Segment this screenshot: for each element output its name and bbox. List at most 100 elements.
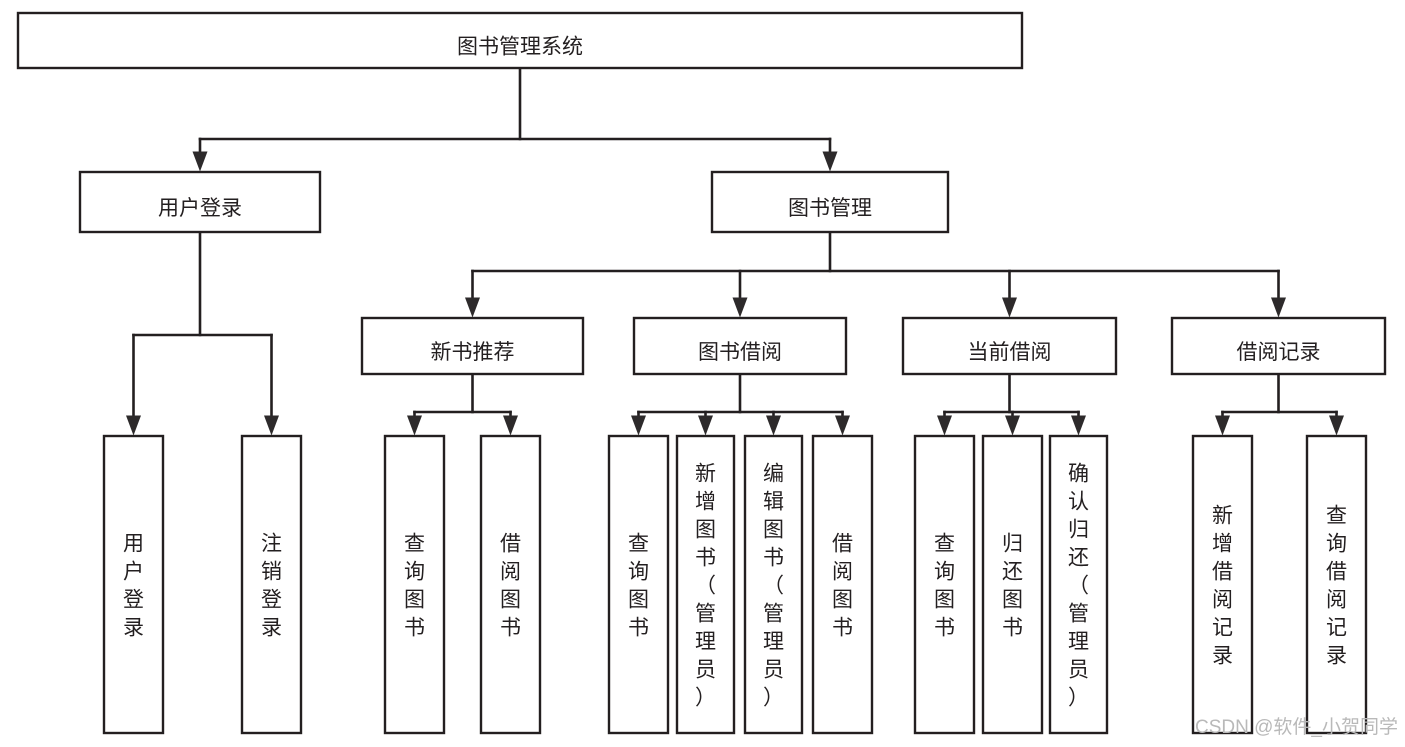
node-label-char: 阅 [1212, 588, 1233, 611]
node-label-char: 用 [123, 532, 144, 555]
csdn-watermark: CSDN @软件_小贺同学 [1195, 716, 1398, 738]
node-label-char: 阅 [832, 560, 853, 583]
node-box-outline [102, 434, 165, 735]
node-label: 图书管理 [788, 197, 872, 220]
node-label-char: 书 [1002, 616, 1023, 639]
node-label-char: 理 [695, 630, 716, 653]
node-label-char: 归 [1068, 518, 1089, 541]
node-label-char: 询 [934, 560, 955, 583]
arrow-head-icon [126, 415, 141, 436]
arrow-head-icon [1329, 415, 1344, 436]
node-label-char: 员 [763, 658, 784, 681]
node-label-char: 书 [628, 616, 649, 639]
node-label-char: 新 [695, 462, 716, 485]
node-label-char: ） [763, 686, 784, 709]
node-label-char: 录 [261, 616, 282, 639]
node-label-char: 编 [763, 462, 784, 485]
node-label-char: 管 [695, 602, 716, 625]
node-book-manage[interactable]: 图书管理 [710, 170, 950, 234]
node-label-char: 图 [934, 588, 955, 611]
node-box-outline [1191, 434, 1254, 735]
node-label-char: 辑 [763, 490, 784, 513]
node-label-char: 图 [500, 588, 521, 611]
node-label-char: ） [695, 686, 716, 709]
node-label-char: 增 [1212, 532, 1233, 555]
arrow-head-icon [465, 297, 480, 318]
node-label-char: 查 [628, 532, 649, 555]
node-label-char: 书 [832, 616, 853, 639]
node-box-outline [632, 316, 848, 376]
node-box-outline [710, 170, 950, 234]
arrow-head-icon [1271, 297, 1286, 318]
arrow-head-icon [1005, 415, 1020, 436]
node-borrow-record[interactable]: 借阅记录 [1170, 316, 1387, 376]
node-label-char: 书 [763, 546, 784, 569]
node-label-char: 新 [1212, 504, 1233, 527]
node-label-char: 认 [1068, 490, 1089, 513]
node-label-char: 查 [1326, 504, 1347, 527]
node-label-char: ） [1068, 686, 1089, 709]
node-label-char: 登 [261, 588, 282, 611]
node-current-borrow[interactable]: 当前借阅 [901, 316, 1118, 376]
node-root-book-management-system[interactable]: 图书管理系统 [16, 11, 1024, 70]
node-label-char: （ [1068, 574, 1089, 597]
node-label-char: 管 [763, 602, 784, 625]
node-label-char: 书 [404, 616, 425, 639]
node-box-outline [240, 434, 303, 735]
node-label-char: 还 [1002, 560, 1023, 583]
node-user-login[interactable]: 用户登录 [78, 170, 322, 234]
node-label-char: 录 [1326, 644, 1347, 667]
node-leaf-user-login[interactable]: 用户登录 [102, 434, 165, 735]
node-box-outline [78, 170, 322, 234]
node-label-char: 图 [695, 518, 716, 541]
arrow-head-icon [631, 415, 646, 436]
node-label-char: 登 [123, 588, 144, 611]
node-label-char: 销 [261, 560, 282, 583]
node-label-char: 理 [763, 630, 784, 653]
node-label-char: 录 [123, 616, 144, 639]
arrow-head-icon [732, 297, 748, 318]
node-label-char: （ [763, 574, 784, 597]
node-box-outline [1305, 434, 1368, 735]
node-label-char: 增 [695, 490, 716, 513]
node-box-outline [1048, 434, 1109, 735]
node-label-char: 书 [695, 546, 716, 569]
node-label-char: 阅 [500, 560, 521, 583]
arrow-head-icon [835, 415, 850, 436]
node-label: 用户登录 [158, 197, 242, 220]
arrow-head-icon [766, 415, 781, 436]
node-label-char: 理 [1068, 630, 1089, 653]
node-label: 当前借阅 [968, 341, 1052, 364]
arrow-head-icon [698, 415, 713, 436]
node-label-char: 记 [1212, 616, 1233, 639]
node-label-char: 录 [1212, 644, 1233, 667]
node-box-outline [479, 434, 542, 735]
node-box-outline [16, 11, 1024, 70]
connectors-layer [126, 66, 1344, 436]
node-book-borrow[interactable]: 图书借阅 [632, 316, 848, 376]
node-box-outline [607, 434, 670, 735]
node-box-outline [901, 316, 1118, 376]
node-label-char: 确 [1068, 462, 1089, 485]
node-box-outline [743, 434, 804, 735]
node-new-book-recommend[interactable]: 新书推荐 [360, 316, 585, 376]
node-label-char: 图 [404, 588, 425, 611]
arrow-head-icon [503, 415, 518, 436]
arrow-head-icon [192, 151, 208, 172]
arrow-head-icon [1215, 415, 1230, 436]
node-box-outline [981, 434, 1044, 735]
